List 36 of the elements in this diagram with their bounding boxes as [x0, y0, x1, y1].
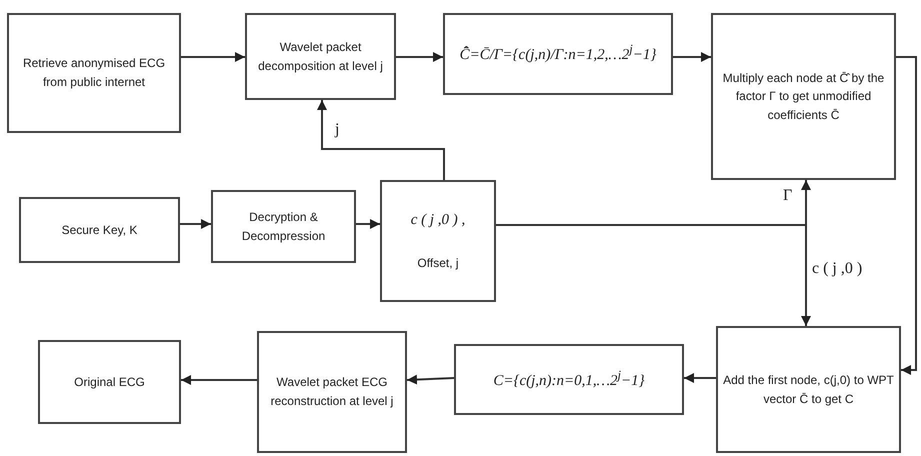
edge-label: j	[333, 121, 342, 139]
process-box	[245, 13, 396, 100]
arrow	[317, 100, 445, 180]
process-box	[380, 180, 496, 302]
arrow	[496, 224, 811, 326]
node-text: Offset, j	[417, 255, 459, 272]
arrow	[181, 52, 245, 62]
formula-box	[443, 13, 673, 95]
node-text: Retrieve anonymised ECG from public internet	[22, 55, 166, 91]
node-text: Wavelet packet ECG reconstruction at level j	[270, 374, 394, 410]
edge-label: c ( j ,0 )	[810, 260, 864, 278]
process-box	[711, 13, 896, 180]
arrow	[684, 373, 716, 383]
node-text: Decryption & Decompression	[240, 208, 326, 244]
formula-box	[454, 344, 684, 415]
node-text: c ( j ,0 ) ,	[410, 211, 466, 230]
process-box	[19, 197, 180, 263]
process-box	[211, 190, 356, 263]
arrow	[180, 219, 211, 229]
process-box	[716, 326, 901, 453]
formula: C̄̂=C̄/Γ={c(j,n)/Γ:n=1,2,…2$^{j}$−1}	[460, 41, 656, 66]
arrow	[673, 52, 711, 62]
arrow	[356, 219, 380, 229]
node-text: Wavelet packet decomposition at level j	[257, 38, 384, 74]
process-box	[257, 331, 407, 453]
process-box	[38, 340, 181, 424]
node-text: Multiply each node at C̄̂ by the factor Γ to get unmodified coefficients C̄	[722, 70, 886, 124]
arrow	[406, 374, 454, 385]
node-text: Secure Key, K	[62, 222, 138, 239]
process-box	[7, 13, 181, 133]
node-text: Original ECG	[74, 374, 145, 391]
formula: C={c(j,n):n=0,1,…2$^{j}$−1}	[493, 366, 645, 391]
arrow	[181, 375, 257, 385]
arrow	[896, 56, 917, 375]
arrow	[396, 52, 443, 62]
node-text: Add the first node, c(j,0) to WPT vector C̄ to get C	[722, 372, 895, 408]
